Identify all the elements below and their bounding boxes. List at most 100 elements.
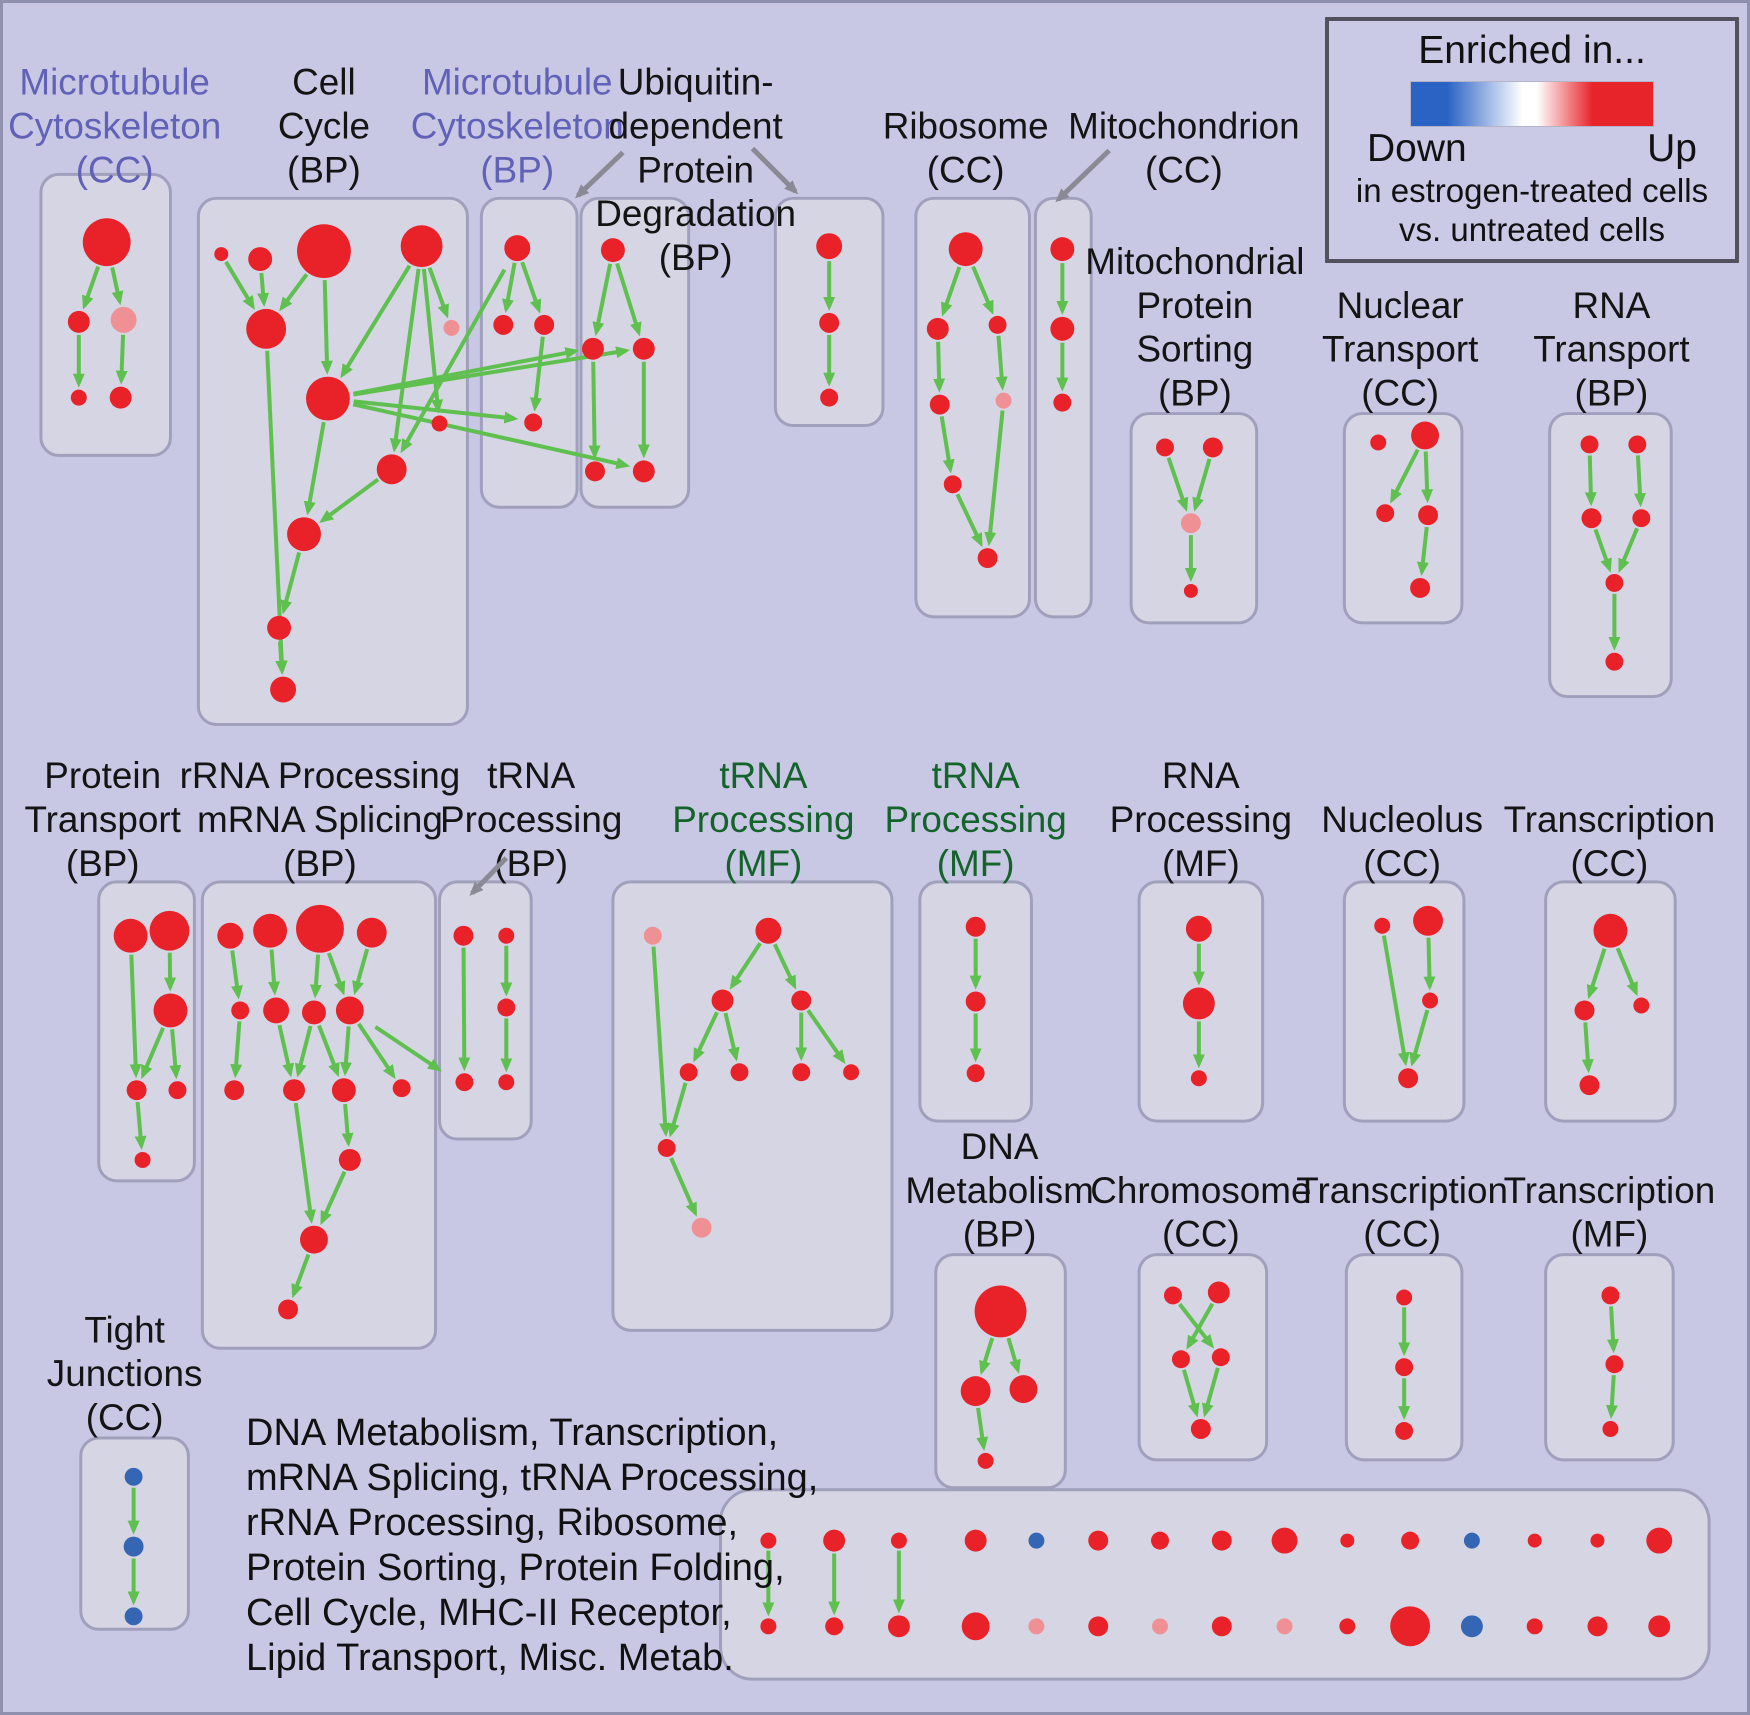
edge-arrow — [984, 410, 1005, 547]
edge-arrow — [1202, 1367, 1220, 1418]
edge-arrow — [729, 942, 762, 990]
gene-set-node — [1088, 1616, 1109, 1637]
gene-set-node — [217, 922, 244, 949]
gene-set-node — [1605, 573, 1624, 592]
gene-set-node — [1395, 1422, 1414, 1440]
gene-set-node — [1628, 435, 1647, 454]
edge-arrow — [1584, 455, 1597, 507]
edge-arrow — [530, 336, 545, 412]
edge-arrow — [1606, 1306, 1619, 1354]
gene-set-node — [679, 1063, 698, 1082]
edge-arrow — [339, 1026, 352, 1077]
gene-set-node — [224, 1080, 245, 1101]
gene-set-node — [1593, 913, 1628, 948]
gene-set-node — [124, 1467, 143, 1486]
group-label-transcription-mf: Transcription(MF) — [1504, 1170, 1716, 1255]
group-box-cell-cycle-bp — [196, 196, 469, 726]
gene-set-node — [819, 312, 840, 333]
edge-arrow — [806, 1009, 846, 1065]
gene-set-node — [126, 1080, 147, 1101]
edge-arrow — [1390, 448, 1420, 504]
gene-set-node — [109, 386, 132, 409]
misc-text-line: mRNA Splicing, tRNA Processing, — [246, 1457, 819, 1499]
gene-set-node — [263, 997, 290, 1024]
group-box-chromosome-cc — [1137, 1253, 1269, 1462]
edge-arrow — [320, 1170, 347, 1226]
gene-set-node — [498, 1074, 515, 1091]
edge-arrow — [502, 262, 517, 314]
misc-text-line: Lipid Transport, Misc. Metab. — [246, 1637, 734, 1679]
annotation-arrow — [469, 856, 509, 896]
gene-set-node — [270, 676, 297, 703]
gene-set-node — [1581, 508, 1602, 529]
cross-edge-arrow — [353, 346, 631, 397]
group-label-transcription-cc-1: Transcription(CC) — [1504, 799, 1716, 884]
gene-set-node — [1163, 1286, 1182, 1305]
gene-set-node — [632, 460, 655, 483]
edge-arrow — [1409, 1009, 1430, 1067]
gene-set-node — [1395, 1358, 1414, 1377]
legend-down-label: Down — [1367, 127, 1467, 170]
gene-set-node — [1202, 437, 1223, 458]
edge-arrow — [693, 1011, 719, 1063]
gene-set-node — [943, 475, 962, 494]
gene-set-node — [1370, 434, 1387, 451]
edge-arrow — [357, 1022, 396, 1080]
gene-set-node — [400, 225, 443, 268]
gene-set-node — [278, 1299, 299, 1320]
gene-set-node — [1271, 1527, 1298, 1554]
gene-set-node — [1183, 583, 1198, 598]
edge-arrow — [1423, 937, 1436, 991]
legend-gradient-bar — [1410, 81, 1654, 127]
gene-set-node — [1151, 1531, 1169, 1550]
gene-set-node — [524, 413, 543, 432]
gene-set-node — [843, 1064, 860, 1081]
gene-set-node — [1646, 1527, 1673, 1554]
edge-arrow — [169, 1029, 182, 1080]
edge-arrow — [303, 421, 326, 516]
gene-set-node — [1605, 1355, 1624, 1374]
cross-edge-arrow — [353, 399, 519, 424]
edge-arrow — [140, 1027, 165, 1080]
legend-panel: Enriched in... Down Up in estrogen-treat… — [1325, 17, 1739, 263]
gene-set-node — [149, 910, 190, 951]
group-label-chromosome-cc: Chromosome(CC) — [1090, 1170, 1311, 1255]
gene-set-node — [977, 548, 998, 569]
nodes-layer — [67, 218, 1673, 1647]
edge-arrow — [979, 1337, 995, 1375]
misc-text-line: Cell Cycle, MHC-II Receptor, — [246, 1592, 732, 1634]
gene-set-node — [1460, 1615, 1483, 1638]
gene-set-node — [1211, 1530, 1232, 1551]
gene-set-node — [1401, 1531, 1420, 1550]
edge-arrow — [267, 949, 280, 996]
group-box-trna-processing-bp — [438, 880, 533, 1141]
gene-set-node — [110, 306, 137, 333]
gene-set-node — [1396, 1289, 1413, 1306]
group-box-ubiquitin-degradation-bp-right — [773, 196, 885, 428]
edge-arrow — [723, 1012, 740, 1062]
legend-up-label: Up — [1647, 127, 1697, 170]
gene-set-node — [498, 927, 515, 944]
gene-set-node — [966, 1064, 985, 1083]
edge-arrow — [1586, 948, 1607, 1000]
gene-set-node — [887, 1615, 910, 1638]
gene-set-node — [1410, 577, 1431, 598]
gene-set-node — [497, 998, 516, 1017]
gene-set-node — [1182, 987, 1215, 1020]
gene-set-node — [948, 232, 983, 267]
edge-arrow — [319, 477, 380, 523]
edge-arrow — [772, 943, 797, 990]
gene-set-node — [123, 1536, 144, 1557]
gene-set-node — [926, 317, 949, 340]
edge-arrow — [955, 493, 983, 548]
group-box-dna-metabolism-bp — [934, 1253, 1067, 1490]
gene-set-node — [70, 389, 87, 406]
group-box-microtubule-cytoskeleton-cc — [39, 172, 172, 457]
gene-set-node — [760, 1532, 777, 1549]
gene-set-node — [1211, 1616, 1232, 1637]
